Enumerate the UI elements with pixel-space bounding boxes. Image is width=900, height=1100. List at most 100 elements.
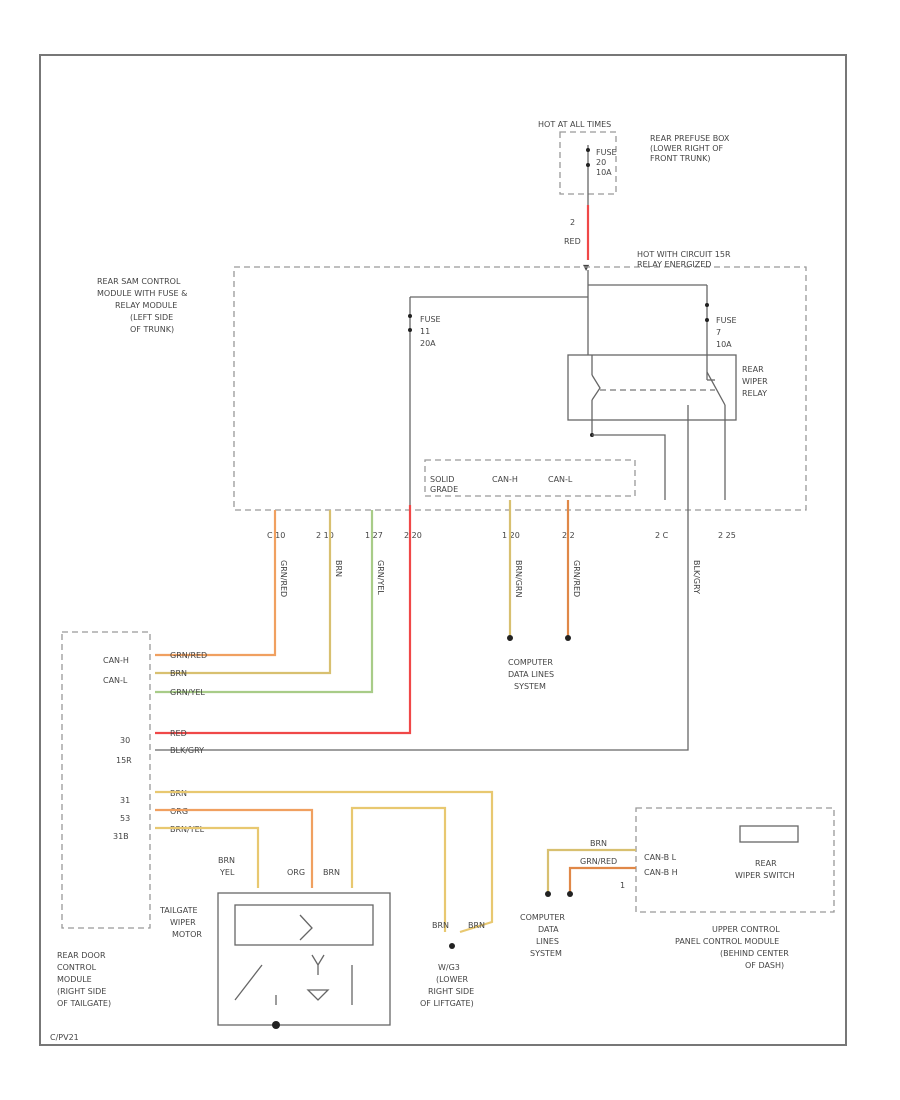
upper-can-terminal-2 [567, 891, 573, 897]
relay-to-pin [592, 434, 666, 500]
sam-module-box [233, 266, 807, 511]
svg-text:30: 30 [120, 736, 130, 745]
svg-text:BLK/GRY: BLK/GRY [692, 560, 701, 594]
svg-text:ORG: ORG [287, 868, 305, 877]
hot-at-all-times-label: HOT AT ALL TIMES [538, 120, 611, 129]
svg-text:WIPER SWITCH: WIPER SWITCH [735, 871, 795, 880]
wire-grn-red [155, 510, 277, 657]
svg-text:REAR SAM CONTROL: REAR SAM CONTROL [97, 277, 181, 286]
svg-text:SYSTEM: SYSTEM [530, 949, 562, 958]
svg-text:ORG: ORG [170, 807, 188, 816]
svg-text:BRN: BRN [218, 856, 235, 865]
inner-left-label-1: SOLID [430, 475, 454, 484]
svg-text:(RIGHT SIDE: (RIGHT SIDE [57, 987, 106, 996]
svg-text:BLK/GRY: BLK/GRY [170, 746, 204, 755]
tailgate-motor-label: TAILGATE WIPER MOTOR [159, 906, 202, 939]
svg-text:BRN: BRN [170, 669, 187, 678]
svg-text:BRN: BRN [590, 839, 607, 848]
computer-data-lines-2-label: COMPUTER DATA LINES SYSTEM [520, 913, 565, 958]
upper-can-terminal-1 [545, 891, 551, 897]
rear-wiper-relay-label: REAR WIPER RELAY [742, 365, 768, 398]
pin-top: 2 [570, 218, 575, 227]
wire-upper-grn-red [568, 866, 636, 892]
svg-text:SYSTEM: SYSTEM [514, 682, 546, 691]
svg-text:COMPUTER: COMPUTER [508, 658, 553, 667]
svg-text:(LEFT SIDE: (LEFT SIDE [130, 313, 173, 322]
svg-text:2 25: 2 25 [718, 531, 736, 540]
svg-text:PANEL CONTROL MODULE: PANEL CONTROL MODULE [675, 937, 779, 946]
svg-text:RELAY MODULE: RELAY MODULE [115, 301, 177, 310]
wire-brn [155, 510, 332, 675]
svg-text:10A: 10A [716, 340, 732, 349]
wire-brn-yel-31b [155, 826, 260, 888]
svg-text:RIGHT SIDE: RIGHT SIDE [428, 987, 474, 996]
rear-door-module-box [61, 631, 151, 929]
svg-text:FRONT TRUNK): FRONT TRUNK) [650, 154, 711, 163]
rear-wiper-relay-box [567, 354, 737, 421]
svg-text:OF TAILGATE): OF TAILGATE) [57, 999, 111, 1008]
svg-text:CAN-H: CAN-H [103, 656, 129, 665]
fuse-11: FUSE 11 20A [408, 297, 441, 505]
svg-text:BRN: BRN [432, 921, 449, 930]
svg-text:BRN: BRN [323, 868, 340, 877]
svg-text:OF LIFTGATE): OF LIFTGATE) [420, 999, 474, 1008]
inner-left-label-2: GRADE [430, 485, 458, 494]
svg-text:BRN/YEL: BRN/YEL [170, 825, 205, 834]
svg-text:2 C: 2 C [655, 531, 669, 540]
svg-text:OF TRUNK): OF TRUNK) [130, 325, 174, 334]
svg-text:2 20: 2 20 [404, 531, 422, 540]
svg-text:MODULE WITH FUSE &: MODULE WITH FUSE & [97, 289, 187, 298]
can-l-label: CAN-L [548, 475, 573, 484]
svg-text:FUSE: FUSE [420, 315, 441, 324]
svg-text:DATA: DATA [538, 925, 559, 934]
svg-text:GRN/RED: GRN/RED [170, 651, 207, 660]
ground-g3 [449, 943, 455, 949]
rear-door-pin-labels: CAN-H CAN-L 30 15R 31 53 31B [103, 656, 132, 841]
svg-text:7: 7 [716, 328, 721, 337]
svg-text:CAN-L: CAN-L [103, 676, 128, 685]
can-h-terminal [507, 635, 513, 641]
svg-text:GRN/RED: GRN/RED [572, 560, 581, 597]
wire-top-label: RED [564, 237, 581, 246]
tailgate-motor-box [217, 892, 391, 1026]
svg-text:MOTOR: MOTOR [172, 930, 202, 939]
footer-code: C/PV21 [50, 1033, 79, 1042]
svg-text:53: 53 [120, 814, 130, 823]
sam-pins: C 10 2 10 1 27 2 20 1 20 2 2 2 C 2 25 [267, 531, 736, 540]
svg-text:FUSE: FUSE [716, 316, 737, 325]
svg-text:RELAY ENERGIZED: RELAY ENERGIZED [637, 260, 711, 269]
wire-org-53 [155, 808, 314, 888]
motor-wire-labels: BRN YEL ORG BRN [218, 856, 340, 877]
wire-red [155, 505, 412, 735]
svg-text:REAR DOOR: REAR DOOR [57, 951, 106, 960]
upper-module-box [635, 807, 835, 913]
svg-text:RED: RED [170, 729, 187, 738]
svg-text:11: 11 [420, 327, 430, 336]
rear-door-module-label: REAR DOOR CONTROL MODULE (RIGHT SIDE OF … [57, 951, 111, 1008]
computer-data-lines-label: COMPUTER DATA LINES SYSTEM [508, 658, 554, 691]
svg-text:FUSE: FUSE [596, 148, 617, 157]
can-l-terminal [565, 635, 571, 641]
diagram-frame [39, 54, 847, 1046]
sam-module-label: REAR SAM CONTROL MODULE WITH FUSE & RELA… [97, 277, 187, 334]
svg-text:MODULE: MODULE [57, 975, 92, 984]
svg-text:31B: 31B [113, 832, 129, 841]
svg-text:UPPER CONTROL: UPPER CONTROL [712, 925, 780, 934]
svg-text:REAR: REAR [755, 859, 777, 868]
hot-circuit-label: HOT WITH CIRCUIT 15R RELAY ENERGIZED [637, 250, 731, 269]
svg-text:YEL: YEL [219, 868, 235, 877]
svg-text:GRN/RED: GRN/RED [580, 857, 617, 866]
upper-wire-labels: BRN GRN/RED [580, 839, 617, 866]
svg-text:BRN: BRN [468, 921, 485, 930]
svg-text:2 10: 2 10 [316, 531, 334, 540]
svg-text:C 10: C 10 [267, 531, 285, 540]
sam-inner-box [424, 459, 636, 497]
svg-text:20: 20 [596, 158, 606, 167]
svg-text:WIPER: WIPER [742, 377, 768, 386]
svg-text:20A: 20A [420, 339, 436, 348]
rear-wiper-switch-label: REAR WIPER SWITCH [735, 859, 795, 880]
svg-text:(LOWER RIGHT OF: (LOWER RIGHT OF [650, 144, 724, 153]
svg-text:HOT WITH CIRCUIT 15R: HOT WITH CIRCUIT 15R [637, 250, 731, 259]
fuse-7: FUSE 7 10A [705, 285, 737, 380]
vertical-wire-labels: GRN/RED BRN GRN/YEL BRN/GRN GRN/RED BLK/… [279, 560, 701, 597]
